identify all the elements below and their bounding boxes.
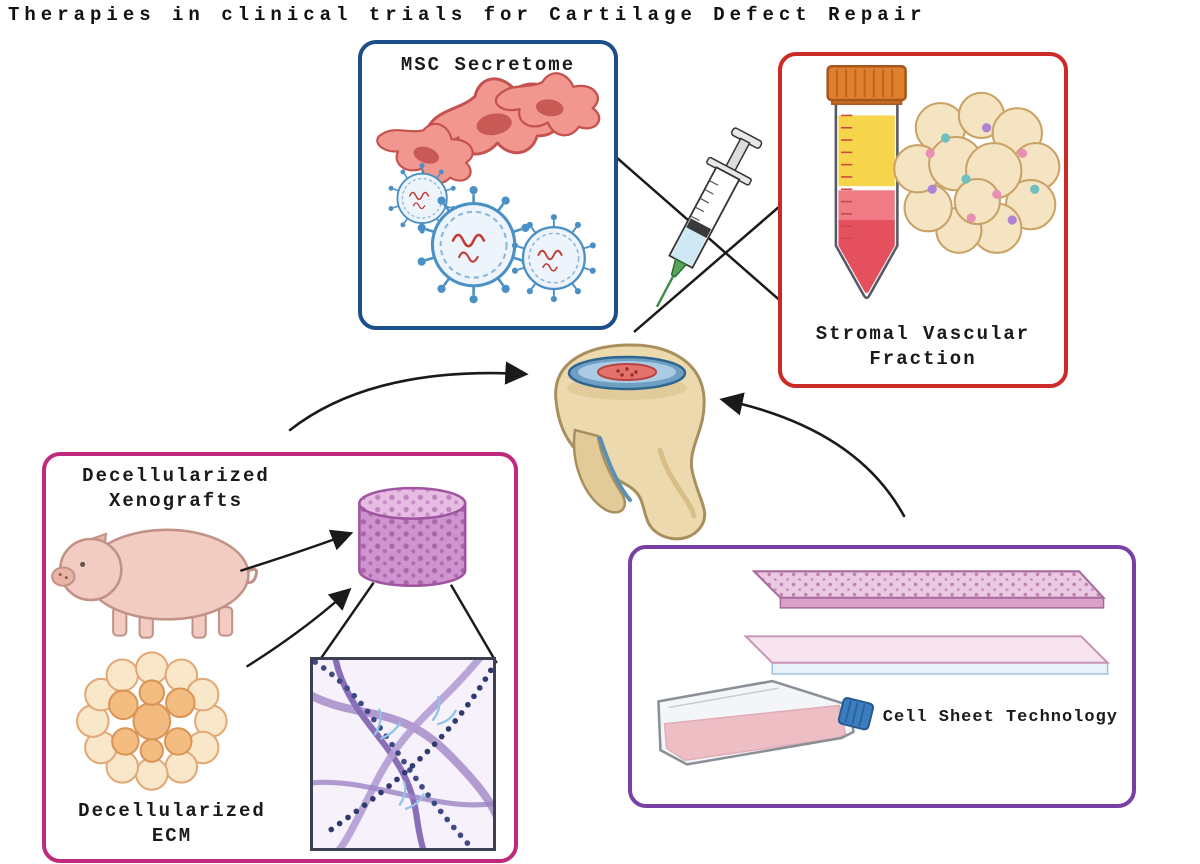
msc-secretome-panel: MSC Secretome (358, 40, 618, 330)
culture-flask-icon (657, 679, 875, 766)
cell-sheet-illustration (657, 570, 1111, 766)
decellularized-panel: Decellularized Xenografts Decellularized… (42, 452, 518, 863)
ecm-fibers-inset (310, 657, 496, 851)
ecm-to-scaffold-arrow (246, 587, 352, 668)
decellularized-ecm-icon (76, 651, 228, 791)
decellularized-illustration (51, 486, 498, 791)
collagen-fibers-illustration (313, 660, 493, 848)
curved-arrow-right (719, 392, 906, 518)
pig-icon (51, 528, 258, 639)
decellularized-ecm-label: Decellularized ECM (78, 799, 266, 847)
centrifuge-tube-icon (826, 64, 907, 300)
curved-arrow-left (288, 361, 529, 432)
diagram-title: Therapies in clinical trials for Cartila… (8, 4, 927, 26)
msc-cells-icon (368, 64, 606, 194)
cell-sheet-layers-icon (743, 570, 1111, 675)
cell-sheet-label: Cell Sheet Technology (882, 708, 1118, 727)
decellularized-xenografts-label: Decellularized Xenografts (82, 465, 270, 513)
syringe-icon (655, 127, 763, 308)
exosome-icon (386, 162, 598, 305)
pig-to-scaffold-arrow (240, 529, 354, 572)
scaffold-icon (358, 486, 467, 588)
magnification-lines (316, 582, 498, 664)
stromal-vascular-fraction-label: Stromal Vascular Fraction (815, 322, 1031, 370)
msc-secretome-label: MSC Secretome (400, 54, 576, 76)
shoulder-joint-icon (554, 343, 707, 541)
stromal-vascular-fraction-panel: Stromal Vascular Fraction (778, 52, 1068, 388)
cell-sheet-panel: Cell Sheet Technology (628, 545, 1136, 808)
cartilage-defect (597, 363, 657, 381)
msc-cells-exosomes-illustration (368, 64, 606, 305)
adipose-cells-icon (893, 91, 1061, 254)
svf-illustration (826, 64, 1061, 300)
